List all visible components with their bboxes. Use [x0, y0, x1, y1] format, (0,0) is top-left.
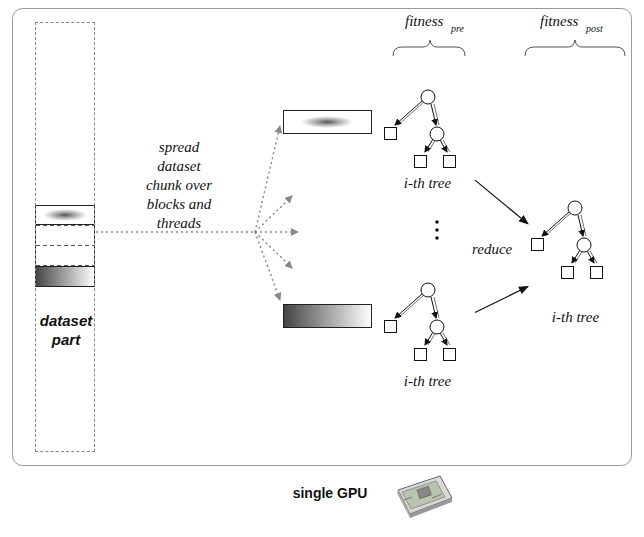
fitness-brace	[525, 40, 625, 56]
fitness-subscript: post	[586, 22, 603, 35]
chunk-divider	[36, 245, 94, 246]
fitness-label: fitness	[540, 12, 578, 31]
tree-node: i-th tree	[380, 85, 475, 197]
fitness-label: fitness	[405, 12, 443, 31]
thread-chunk	[284, 111, 372, 134]
spread-arrow	[255, 232, 292, 268]
spread-arrow	[255, 231, 298, 233]
ellipsis-dot	[435, 220, 439, 224]
tree-node: i-th tree	[528, 196, 623, 330]
spread-arrow	[255, 196, 292, 232]
dataset-label: dataset part	[32, 311, 100, 349]
chunk-divider	[36, 225, 94, 226]
chunk-outline	[36, 206, 95, 287]
spread-caption: spread dataset chunk over blocks and thr…	[143, 138, 215, 233]
ellipsis-dot	[435, 236, 439, 240]
chunk-divider	[36, 265, 94, 266]
chunk-row	[36, 206, 95, 225]
tree-label: i-th tree	[370, 373, 485, 390]
tree-node: i-th tree	[380, 278, 475, 394]
thread-chunk-blob	[301, 116, 353, 128]
tree-label: i-th tree	[370, 175, 485, 192]
tree-label: i-th tree	[518, 309, 633, 326]
spread-line	[96, 231, 255, 233]
reduce-label: reduce	[472, 240, 512, 259]
gpu-icon	[397, 476, 452, 518]
tree-glyph	[385, 283, 456, 361]
spread-arrow	[255, 232, 280, 300]
chunk-row-dark	[36, 267, 95, 287]
fitness-subscript: pre	[451, 22, 464, 35]
gpu-label: single GPU	[293, 484, 368, 502]
tree-drawing	[528, 196, 623, 328]
tree-glyph	[385, 90, 456, 168]
dataset-part: dataset part	[35, 22, 95, 452]
chunk-blob	[43, 209, 87, 221]
spread-arrow	[255, 126, 280, 232]
gpu-panel	[13, 9, 632, 466]
thread-chunk-dark	[284, 305, 372, 328]
reduce-arrow	[475, 180, 528, 224]
fitness-brace	[393, 40, 465, 56]
ellipsis-dot	[435, 228, 439, 232]
reduce-arrow	[475, 286, 528, 312]
tree-glyph	[532, 201, 603, 279]
